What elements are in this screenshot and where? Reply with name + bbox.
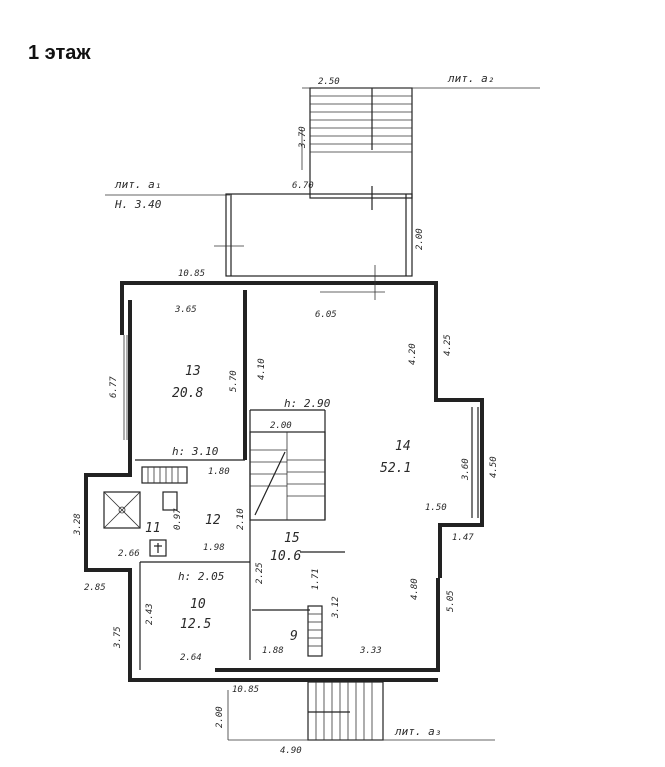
dim-4-90: 4.90 [280, 746, 302, 756]
bathroom-fixtures [103, 466, 188, 557]
dim-4-25: 4.25 [443, 334, 453, 356]
dim-4-10: 4.10 [257, 358, 267, 380]
dim-1-50: 1.50 [425, 503, 447, 513]
room-15-number: 15 [284, 531, 300, 546]
dim-3-70: 3.70 [298, 126, 308, 149]
dim-2-43: 2.43 [145, 603, 155, 625]
dim-3-60: 3.60 [461, 458, 471, 481]
veranda [105, 193, 413, 277]
dim-6-05: 6.05 [315, 310, 337, 320]
dim-2-00-bottom: 2.00 [215, 706, 225, 728]
floor-title: 1 этаж [28, 42, 91, 64]
dim-5-70: 5.70 [229, 370, 239, 392]
top-stair [301, 87, 540, 210]
dim-2-50: 2.50 [318, 77, 340, 87]
dim-5-05: 5.05 [446, 590, 456, 612]
interior-walls [135, 290, 345, 670]
small-stair [307, 605, 323, 657]
dim-1-47: 1.47 [452, 533, 474, 543]
room-14-area: 52.1 [380, 461, 411, 476]
lit-top-label: лит. а₂ [447, 72, 494, 85]
dim-2-64: 2.64 [180, 653, 202, 663]
room-10-number: 10 [190, 597, 206, 612]
dim-4-20: 4.20 [408, 343, 418, 365]
bottom-stair [227, 681, 495, 741]
dim-4-50: 4.50 [489, 456, 499, 478]
dim-2-25: 2.25 [255, 562, 265, 584]
outer-walls [84, 281, 484, 682]
dim-2-10: 2.10 [236, 508, 246, 530]
dim-2-00-stair: 2.00 [270, 421, 292, 431]
room-14-number: 14 [395, 439, 411, 454]
dim-6-77: 6.77 [109, 376, 119, 398]
dim-1-80: 1.80 [208, 467, 230, 477]
dim-4-80: 4.80 [410, 578, 420, 600]
dim-3-65: 3.65 [174, 305, 197, 315]
height-3-10: h: 3.10 [172, 445, 219, 458]
dim-1-71: 1.71 [311, 568, 321, 590]
room-12-number: 12 [205, 513, 221, 528]
room-9-number: 9 [290, 629, 298, 644]
room-10-area: 12.5 [180, 617, 211, 632]
height-2-05: h: 2.05 [178, 570, 224, 583]
room-15-area: 10.6 [270, 549, 301, 564]
room-11-number: 11 [145, 521, 161, 536]
dim-2-85: 2.85 [84, 583, 106, 593]
dim-2-66: 2.66 [118, 549, 140, 559]
dim-3-28: 3.28 [73, 513, 83, 536]
dim-3-33: 3.33 [359, 646, 382, 656]
window-left [123, 335, 128, 440]
interior-stair [249, 431, 326, 521]
dim-10-85-top: 10.85 [178, 269, 205, 279]
lit-bottom-label: лит. а₃ [394, 725, 441, 738]
room-13-area: 20.8 [172, 386, 203, 401]
dim-1-98: 1.98 [203, 543, 225, 553]
dim-3-12: 3.12 [331, 596, 341, 619]
dim-2-00-right: 2.00 [415, 228, 425, 250]
dim-10-85-bottom: 10.85 [232, 685, 259, 695]
height-left-label: Н. 3.40 [114, 198, 162, 211]
height-2-90: h: 2.90 [284, 397, 331, 410]
dim-0-97: 0.97 [173, 508, 183, 530]
dim-6-70: 6.70 [292, 181, 314, 191]
dim-1-88: 1.88 [262, 646, 284, 656]
room-13-number: 13 [185, 364, 201, 379]
dim-3-75: 3.75 [113, 626, 123, 649]
lit-left-label: лит. а₁ [114, 178, 161, 191]
